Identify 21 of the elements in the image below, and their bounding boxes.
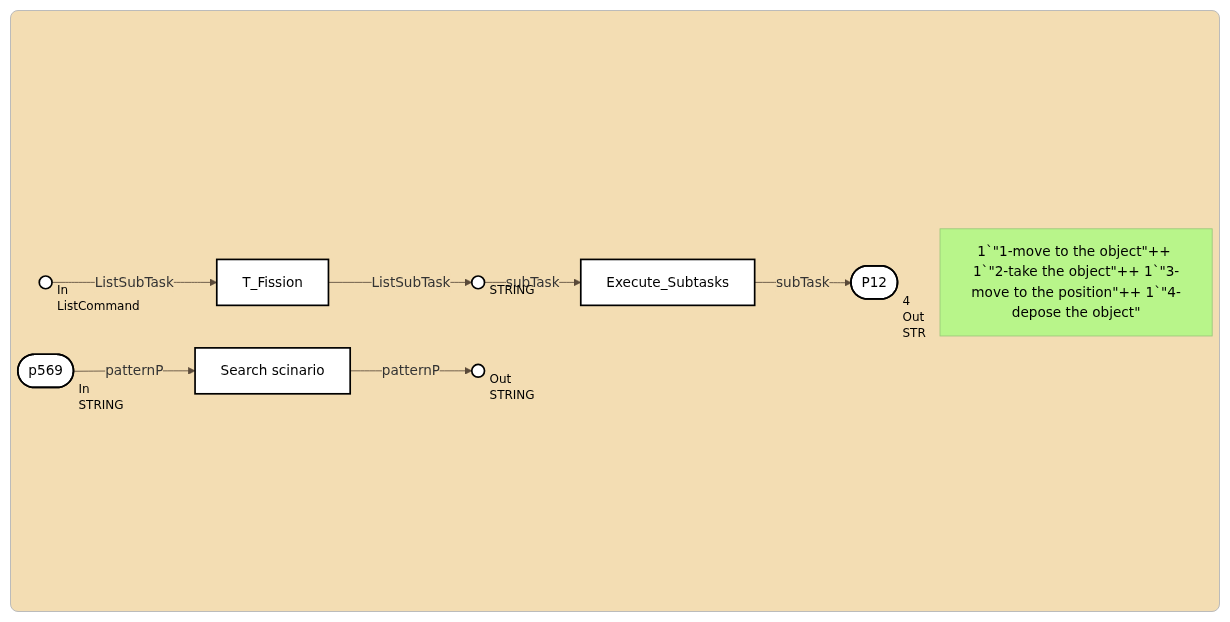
place-annotation: ListCommand — [57, 299, 140, 314]
edge-label: patternP — [105, 362, 164, 379]
node-circle — [38, 274, 53, 290]
edge-label: subTask — [775, 273, 830, 290]
place-annotation: 4 — [902, 293, 912, 308]
edge-label: patternP — [381, 362, 441, 379]
node-box: 1`"1-move to the object"++ 1`"2-take the object"++ 1`"3-move to the position"++ 1`"4-depose the object" — [939, 228, 1213, 337]
place-annotation: Out — [902, 309, 926, 324]
place-annotation: STRING — [78, 398, 124, 413]
node-box: T_Fission — [215, 258, 330, 306]
place-annotation: In — [57, 283, 70, 298]
edge-label: ListSubTask — [94, 273, 174, 290]
place-annotation: In — [78, 382, 91, 397]
node-circle — [470, 363, 486, 378]
node-circle — [470, 274, 486, 290]
edge-label: ListSubTask — [371, 273, 451, 290]
place-annotation: Out — [489, 371, 513, 386]
place-annotation: STRING — [489, 387, 535, 402]
node-box: Execute_Subtasks — [579, 258, 756, 306]
place-annotation: STR — [902, 325, 926, 340]
node-box: Search scinario — [194, 346, 352, 395]
